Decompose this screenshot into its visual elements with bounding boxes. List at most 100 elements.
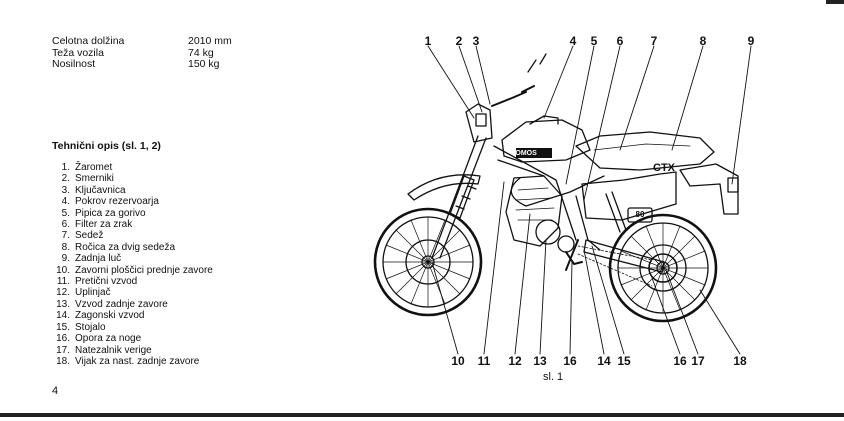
item-label: Zagonski vzvod [75, 310, 145, 322]
spec-value: 150 kg [188, 58, 220, 70]
item-number: 5. [61, 207, 70, 219]
tank-brand-label: TOMOS [511, 150, 537, 157]
foot-peg [565, 251, 583, 265]
spec-value: 74 kg [188, 46, 214, 59]
item-number: 14. [56, 310, 70, 322]
item-label: Pipica za gorivo [75, 207, 146, 219]
item-number: 8. [61, 241, 70, 253]
chain [577, 245, 653, 287]
item-label: Pokrov rezervoarja [75, 196, 159, 208]
parts-list: 1.Žaromet 2.Smerniki 3.Ključavnica 4.Pok… [52, 162, 213, 367]
item-number: 3. [61, 184, 70, 196]
callout-number: 14 [597, 354, 611, 368]
item-number: 9. [61, 253, 70, 265]
callout-number: 9 [747, 34, 755, 48]
side-panel [581, 171, 677, 221]
callout-number: 15 [617, 354, 631, 368]
item-label: Uplinjač [75, 287, 111, 299]
list-item: 1. Žaromet [52, 162, 213, 173]
leader-lines [427, 45, 752, 355]
list-item: 17. Natezalnik verige [52, 345, 213, 356]
item-number: 18. [56, 355, 70, 367]
front-fork [431, 135, 487, 259]
list-item: 18. Vijak za nast. zadnje zavore [52, 356, 213, 367]
figure-caption: sl. 1 [543, 371, 564, 383]
fuel-tank [501, 119, 591, 163]
list-item: 7.Sedež [52, 230, 213, 241]
indicator [475, 113, 487, 127]
item-label: Ročica za dvig sedeža [75, 241, 176, 253]
item-number: 16. [56, 333, 70, 345]
spec-row-length: Celotna dolžina 2010 mm [52, 35, 232, 48]
headlight [465, 103, 493, 143]
tank-cap [529, 115, 559, 125]
tank-badge [516, 148, 552, 158]
kickstand [565, 239, 579, 271]
side-number-plate [627, 207, 653, 223]
callout-number: 17 [691, 354, 705, 368]
item-number: 17. [56, 344, 70, 356]
list-item: 11.Pretični vzvod [52, 276, 213, 287]
item-number: 13. [56, 298, 70, 310]
swingarm [583, 239, 665, 273]
callout-number: 18 [733, 354, 747, 368]
item-number: 4. [61, 196, 70, 208]
callout-number: 1 [424, 34, 432, 48]
ctx-badge-label: CTX [653, 162, 675, 174]
callout-number: 3 [472, 34, 480, 48]
callout-number: 13 [533, 354, 547, 368]
callout-number: 7 [650, 34, 658, 48]
item-label: Vijak za nast. zadnje zavore [75, 355, 200, 367]
spec-row-weight: Teža vozila 74 kg [52, 46, 232, 60]
list-item: 10. Zavorni ploščici prednje zavore [52, 265, 213, 276]
callout-number: 5 [590, 34, 598, 48]
spec-label: Teža vozila [52, 46, 104, 59]
front-fender [407, 174, 481, 201]
exhaust-pipe [510, 175, 605, 207]
item-label: Zavorni ploščici prednje zavore [75, 264, 213, 276]
item-label: Opora za noge [75, 333, 142, 345]
callout-number: 10 [451, 354, 465, 368]
rear-fender [679, 163, 739, 215]
rear-sprocket [648, 253, 678, 283]
item-label: Pretični vzvod [75, 276, 138, 288]
item-label: Ključavnica [75, 184, 126, 196]
item-label: Žaromet [75, 162, 113, 173]
list-item: 12. Uplinjač [52, 287, 213, 298]
tail-light [727, 177, 739, 193]
list-item: 14. Zagonski vzvod [52, 310, 213, 321]
seat [575, 131, 715, 171]
item-label: Stojalo [75, 321, 106, 333]
spec-value: 2010 mm [188, 35, 232, 47]
callout-number: 4 [569, 34, 577, 48]
callout-number: 11 [477, 354, 491, 368]
item-label: Filter za zrak [75, 219, 133, 231]
section-heading: Tehnični opis (sl. 1, 2) [52, 140, 161, 152]
list-item: 9.Zadnja luč [52, 253, 213, 264]
item-number: 6. [61, 219, 70, 231]
list-item: 5. Pipica za gorivo [52, 208, 213, 219]
callout-number: 2 [455, 34, 463, 48]
page-number: 4 [52, 385, 59, 397]
list-item: 3. Ključavnica [52, 185, 213, 196]
callout-number: 16 [673, 354, 687, 368]
scan-edge-mark [826, 0, 844, 4]
item-label: Natezalnik verige [75, 344, 152, 356]
front-wheel [373, 207, 483, 317]
item-number: 15. [56, 321, 70, 333]
item-label: Vzvod zadnje zavore [75, 298, 168, 310]
item-number: 7. [61, 230, 70, 242]
callout-number: 16 [563, 354, 577, 368]
item-number: 1. [61, 162, 70, 173]
spec-label: Nosilnost [52, 58, 96, 70]
callout-number: 12 [508, 354, 522, 368]
list-item: 13. Vzvod zadnje zavore [52, 299, 213, 310]
list-item: 15. Stojalo [52, 322, 213, 333]
item-number: 10. [56, 264, 70, 276]
mirror [527, 53, 547, 73]
list-item: 16. Opora za noge [52, 333, 213, 344]
callout-number: 8 [699, 34, 707, 48]
item-number: 12. [56, 287, 70, 299]
